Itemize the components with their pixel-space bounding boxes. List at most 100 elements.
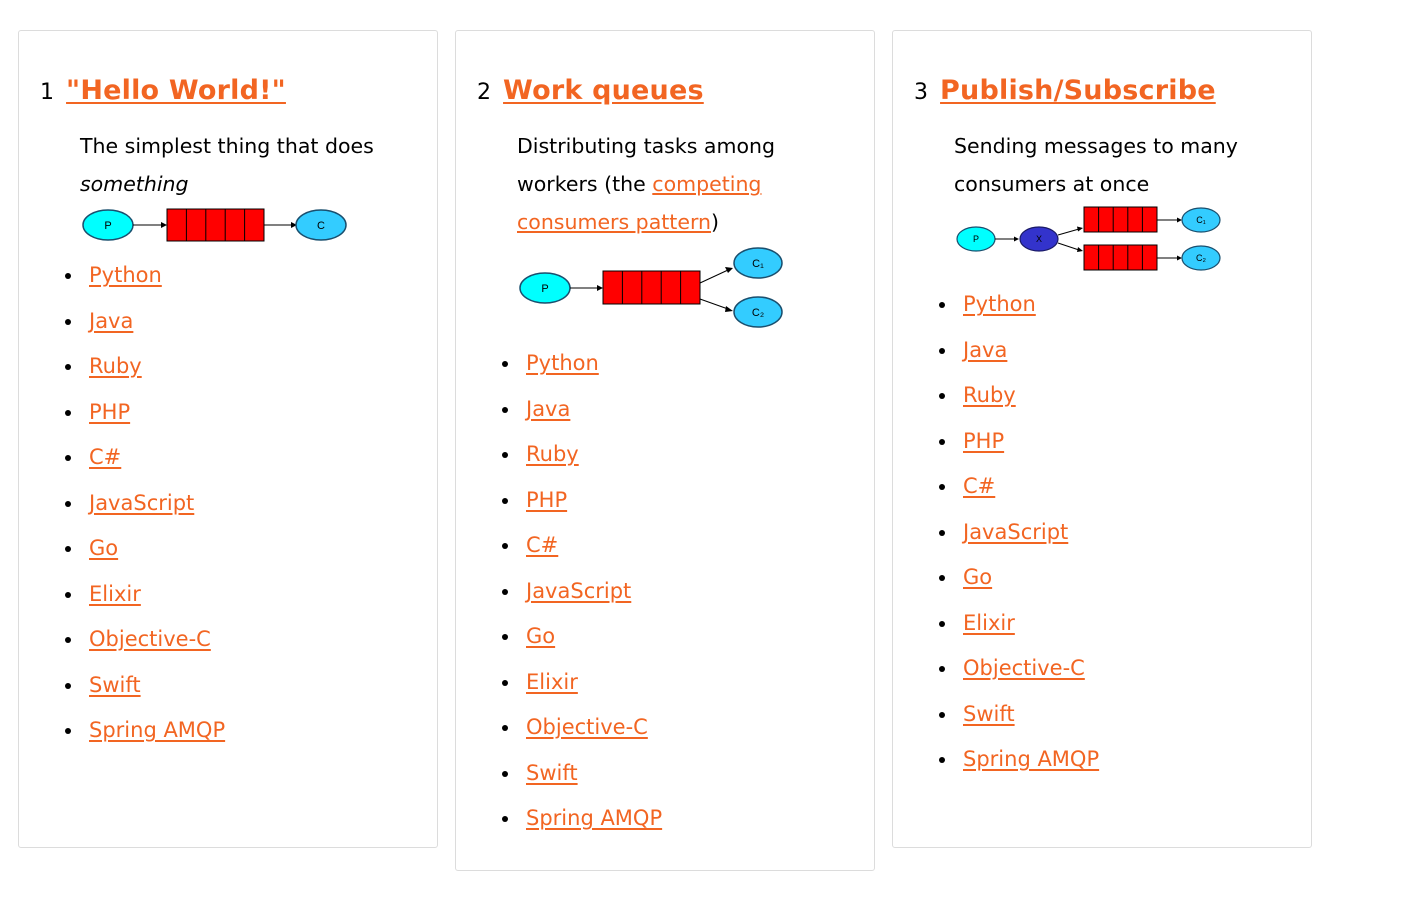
consumer-2-node	[733, 296, 783, 328]
consumer-1-node	[733, 247, 783, 279]
list-item: Swift	[938, 692, 1099, 738]
list-item: Go	[501, 614, 662, 660]
exchange-label: X	[1036, 234, 1042, 244]
language-list: Python Java Ruby PHP C# JavaScript Go El…	[19, 253, 225, 754]
tutorial-title-link[interactable]: Publish/Subscribe	[940, 75, 1216, 106]
lang-link-spring-amqp[interactable]: Spring AMQP	[526, 806, 663, 830]
lang-link-elixir[interactable]: Elixir	[963, 610, 1015, 635]
queue-box-2	[1083, 244, 1158, 271]
list-item: Elixir	[501, 660, 662, 706]
queue-box-1	[1083, 206, 1158, 233]
lang-link-elixir[interactable]: Elixir	[526, 669, 578, 694]
list-item: Spring AMQP	[501, 796, 663, 842]
list-item: C#	[501, 523, 662, 569]
lang-link-python[interactable]: Python	[526, 351, 599, 375]
list-item: C#	[64, 435, 225, 481]
tutorial-number: 1	[40, 80, 55, 105]
lang-link-php[interactable]: PHP	[963, 428, 1005, 453]
list-item: Elixir	[64, 572, 225, 618]
exchange-node	[1019, 226, 1059, 252]
lang-link-go[interactable]: Go	[963, 565, 993, 589]
lang-link-java[interactable]: Java	[526, 396, 571, 421]
list-item: PHP	[64, 390, 225, 436]
competing-consumers-link[interactable]: competing consumers pattern	[517, 172, 762, 234]
list-item: C#	[938, 464, 1099, 510]
list-item: Spring AMQP	[64, 708, 226, 754]
list-item: Java	[501, 387, 662, 433]
lang-link-python[interactable]: Python	[963, 292, 1036, 316]
list-item: Objective-C	[501, 705, 662, 751]
tutorial-title-link[interactable]: Work queues	[503, 75, 704, 106]
lang-link-javascript[interactable]: JavaScript	[89, 490, 195, 515]
card-title: 1 "Hello World!"	[40, 75, 286, 106]
list-item: Ruby	[938, 373, 1099, 419]
list-item: Swift	[501, 751, 662, 797]
lang-link-objective-c[interactable]: Objective-C	[89, 627, 211, 651]
lang-link-php[interactable]: PHP	[89, 399, 131, 424]
work-queues-diagram: P C₁ C₂	[519, 247, 783, 328]
lang-link-ruby[interactable]: Ruby	[526, 442, 579, 466]
list-item: PHP	[501, 478, 662, 524]
lang-link-elixir[interactable]: Elixir	[89, 581, 141, 606]
list-item: Ruby	[64, 344, 225, 390]
producer-label: P	[541, 283, 548, 295]
lang-link-csharp[interactable]: C#	[89, 445, 122, 469]
lang-link-java[interactable]: Java	[963, 337, 1008, 362]
lang-link-php[interactable]: PHP	[526, 487, 568, 512]
queue-box	[166, 208, 265, 242]
lang-link-csharp[interactable]: C#	[526, 533, 559, 557]
lang-link-swift[interactable]: Swift	[89, 672, 141, 697]
lang-link-swift[interactable]: Swift	[963, 701, 1015, 726]
list-item: Swift	[64, 663, 225, 709]
lang-link-ruby[interactable]: Ruby	[963, 383, 1016, 407]
publish-subscribe-diagram: P X	[956, 206, 1221, 271]
consumer-label: C	[317, 220, 325, 232]
consumer-1-label: C₁	[752, 258, 764, 270]
list-item: Objective-C	[64, 617, 225, 663]
description-emphasis: something	[80, 172, 189, 196]
tutorial-description: Sending messages to many consumers at on…	[954, 134, 1238, 196]
tutorial-card-work-queues: 2 Work queues Distributing tasks among w…	[455, 30, 875, 871]
list-item: JavaScript	[938, 510, 1099, 556]
list-item: Objective-C	[938, 646, 1099, 692]
queue-box	[602, 270, 701, 305]
lang-link-javascript[interactable]: JavaScript	[963, 519, 1069, 544]
lang-link-javascript[interactable]: JavaScript	[526, 578, 632, 603]
tutorial-title-link[interactable]: "Hello World!"	[66, 75, 286, 106]
consumer-2-node	[1181, 245, 1221, 271]
tutorial-card-publish-subscribe: 3 Publish/Subscribe Sending messages to …	[892, 30, 1312, 848]
consumer-2-label: C₂	[1196, 253, 1206, 263]
lang-link-swift[interactable]: Swift	[526, 760, 578, 785]
lang-link-spring-amqp[interactable]: Spring AMQP	[963, 747, 1100, 771]
tutorial-number: 2	[477, 80, 492, 105]
producer-label: P	[973, 234, 979, 244]
list-item: Go	[64, 526, 225, 572]
lang-link-java[interactable]: Java	[89, 308, 134, 333]
lang-link-go[interactable]: Go	[89, 536, 119, 560]
consumer-node	[295, 209, 347, 241]
lang-link-python[interactable]: Python	[89, 263, 162, 287]
consumer-1-label: C₁	[1196, 215, 1206, 225]
list-item: Spring AMQP	[938, 737, 1100, 783]
card-title: 2 Work queues	[477, 75, 704, 106]
list-item: Elixir	[938, 601, 1099, 647]
consumer-1-node	[1181, 207, 1221, 233]
list-item: PHP	[938, 419, 1099, 465]
lang-link-ruby[interactable]: Ruby	[89, 354, 142, 378]
language-list: Python Java Ruby PHP C# JavaScript Go El…	[456, 341, 662, 842]
lang-link-go[interactable]: Go	[526, 624, 556, 648]
lang-link-spring-amqp[interactable]: Spring AMQP	[89, 718, 226, 742]
hello-world-diagram: P C	[82, 208, 347, 242]
lang-link-objective-c[interactable]: Objective-C	[963, 656, 1085, 680]
tutorial-card-hello-world: 1 "Hello World!" The simplest thing that…	[18, 30, 438, 848]
list-item: Java	[938, 328, 1099, 374]
tutorial-description: Distributing tasks among workers (the co…	[517, 134, 776, 234]
lang-link-objective-c[interactable]: Objective-C	[526, 715, 648, 739]
tutorial-number: 3	[914, 80, 929, 105]
list-item: Python	[64, 253, 225, 299]
list-item: JavaScript	[64, 481, 225, 527]
lang-link-csharp[interactable]: C#	[963, 474, 996, 498]
tutorial-description: The simplest thing that does something	[80, 134, 374, 196]
language-list: Python Java Ruby PHP C# JavaScript Go El…	[893, 282, 1099, 783]
